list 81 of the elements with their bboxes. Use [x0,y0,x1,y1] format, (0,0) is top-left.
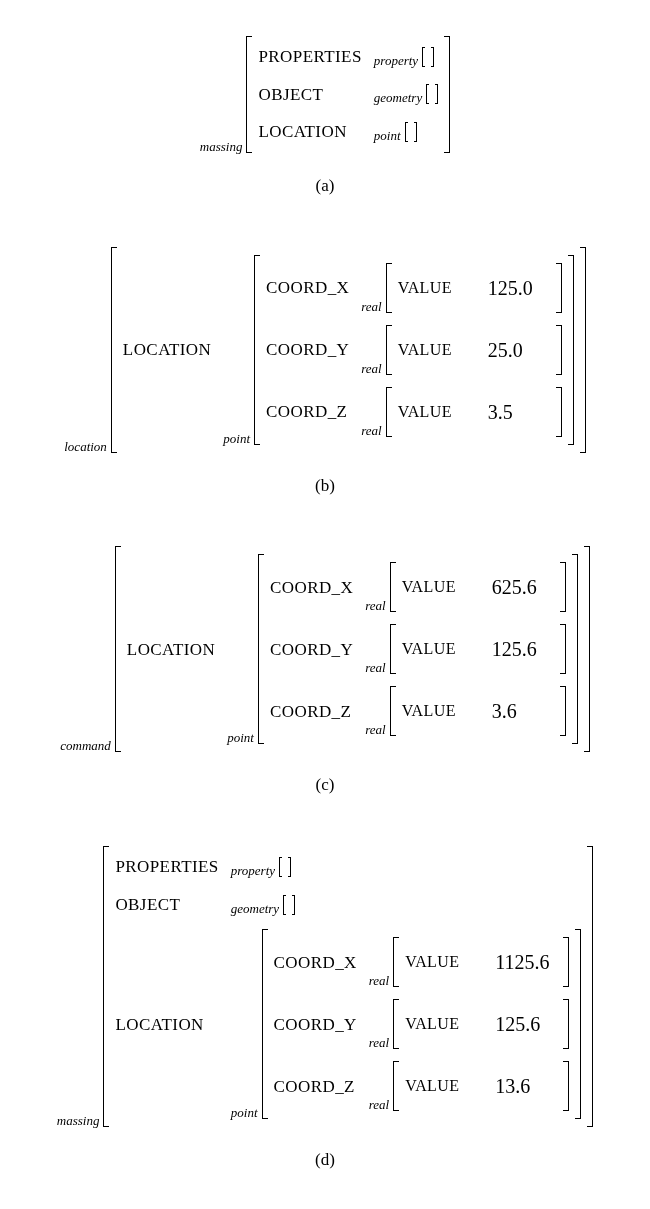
attribute-value-matrix [385,386,562,437]
feature-value: 3.5 [487,399,514,425]
feature-name: LOCATION [115,1013,205,1036]
type-label: point [373,128,401,142]
feature-name: VALUE [405,1076,461,1097]
attribute-value-matrix [389,562,566,613]
type-label: real [361,423,382,437]
feature-value: 13.6 [495,1074,532,1100]
feature-name: VALUE [397,277,453,298]
feature-name: COORD_Y [266,338,350,361]
feature-name: COORD_X [266,276,350,299]
type-label: massing [199,139,243,153]
empty-bracket [283,894,296,915]
type-label: real [361,299,382,313]
feature-name: COORD_Z [269,700,353,723]
attribute-value-matrix [393,999,570,1050]
feature-value: 25.0 [487,337,524,363]
feature-value: 125.0 [487,275,534,301]
attribute-value-matrix [246,36,451,153]
attribute-value-matrix [261,929,582,1120]
feature-name: PROPERTIES [115,856,219,879]
attribute-value-matrix [110,246,586,453]
feature-name: VALUE [401,577,457,598]
feature-name: COORD_X [269,576,354,599]
feature-name: COORD_X [273,951,357,974]
empty-bracket [404,121,417,142]
type-label: point [230,1106,258,1120]
type-label: point [227,731,254,745]
attribute-value-matrix [254,254,574,445]
type-label: property [373,53,419,67]
feature-name: VALUE [397,339,453,360]
feature-name: VALUE [401,701,457,722]
feature-name: LOCATION [258,121,348,144]
feature-name: OBJECT [258,83,325,106]
type-label: geometry [230,901,280,915]
feature-name: VALUE [397,401,453,422]
attribute-value-matrix [103,846,594,1128]
attribute-value-matrix [389,624,566,675]
type-label: location [64,439,107,453]
empty-bracket [422,46,435,67]
feature-value: 125.6 [495,1012,542,1038]
panel-caption: (d) [315,1149,335,1172]
feature-name: VALUE [401,639,457,660]
feature-name: COORD_Y [273,1013,357,1036]
type-label: real [368,1036,390,1050]
type-label: real [368,1098,390,1112]
empty-bracket [279,857,292,878]
feature-name: COORD_Z [273,1075,356,1098]
attribute-value-matrix [393,1061,570,1112]
empty-bracket [426,84,439,105]
feature-value: 625.6 [491,575,538,601]
panel-caption: (c) [315,774,335,797]
panel-caption: (b) [315,474,335,497]
attribute-value-matrix [393,937,570,988]
feature-name: LOCATION [126,638,216,661]
feature-name: LOCATION [122,338,212,361]
type-label: real [365,599,386,613]
feature-value: 1125.6 [495,950,551,976]
feature-name: VALUE [405,952,461,973]
attribute-value-matrix [257,554,578,745]
panel-caption: (a) [315,174,335,197]
type-label: geometry [373,91,423,105]
feature-value: 125.6 [491,637,538,663]
type-label: real [365,723,386,737]
type-label: real [368,974,390,988]
attribute-value-matrix [385,262,562,313]
attribute-value-matrix [385,324,562,375]
feature-value: 3.6 [491,699,518,725]
type-label: command [60,739,111,753]
feature-name: PROPERTIES [258,46,362,69]
feature-name: VALUE [405,1014,461,1035]
feature-name: COORD_Y [269,638,354,661]
type-label: property [230,864,276,878]
type-label: real [365,661,386,675]
feature-name: OBJECT [115,893,182,916]
type-label: point [223,431,250,445]
attribute-value-matrix [389,686,566,737]
type-label: massing [56,1114,100,1128]
type-label: real [361,361,382,375]
feature-name: COORD_Z [266,400,349,423]
attribute-value-matrix [114,546,590,753]
